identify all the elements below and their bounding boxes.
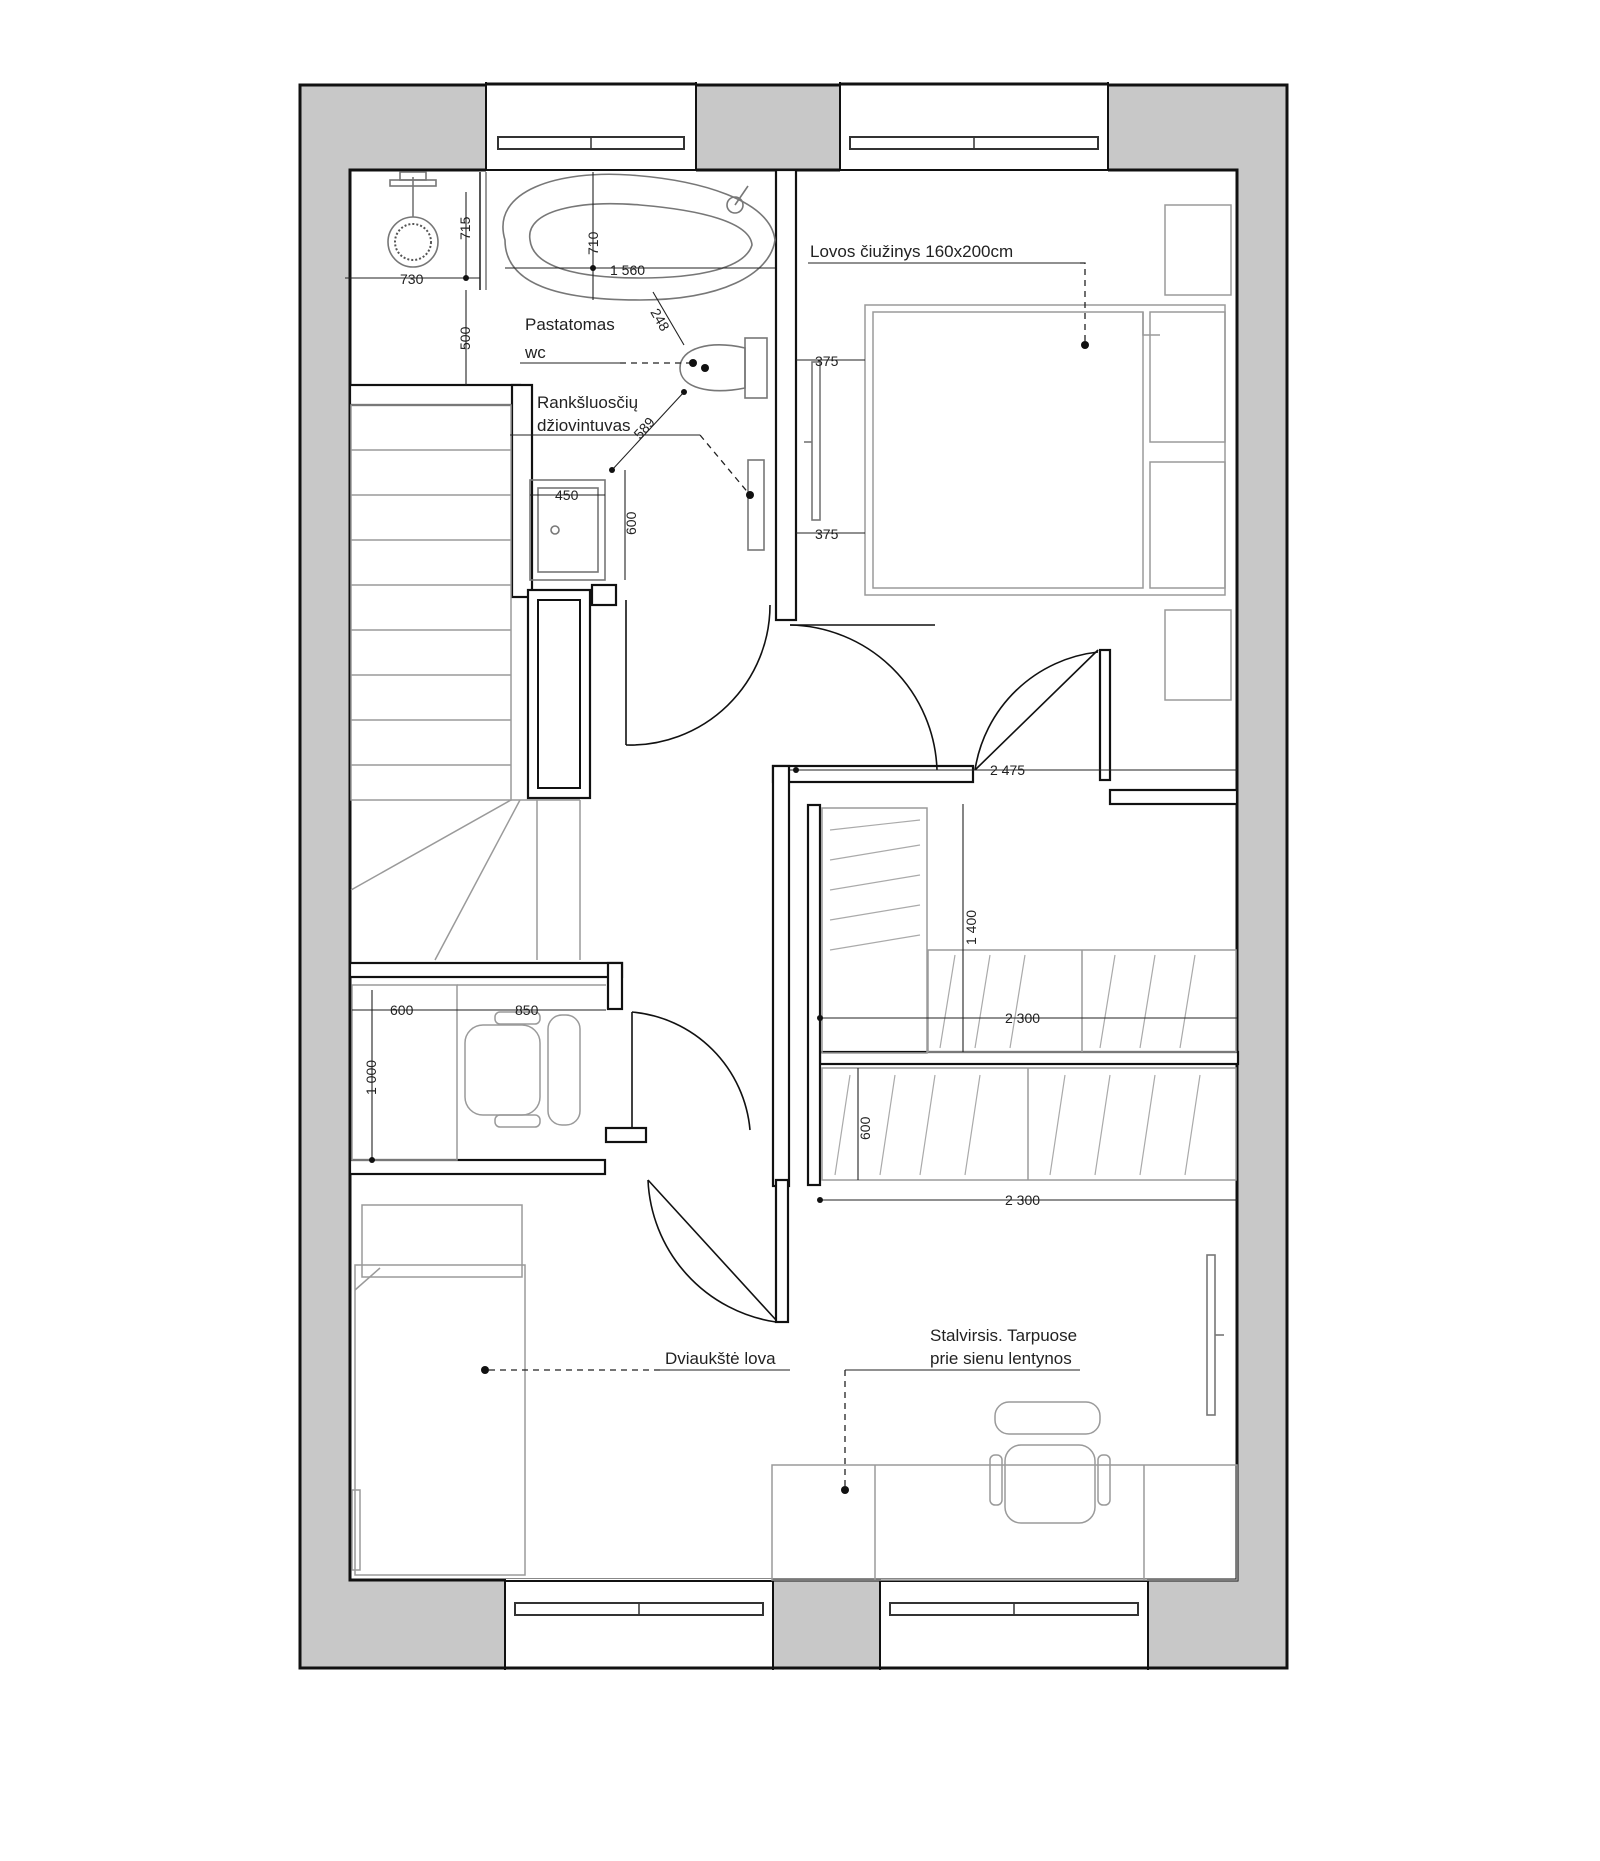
bedroom-furniture bbox=[804, 204, 1232, 701]
dim-2475: 2 475 bbox=[990, 762, 1025, 778]
dimension-lines bbox=[345, 172, 1237, 1203]
dim-600-sink: 600 bbox=[623, 511, 639, 535]
window-top-left bbox=[485, 82, 697, 172]
door-bathroom bbox=[625, 600, 771, 746]
kids-room-furniture bbox=[351, 1204, 1238, 1581]
dim-1400: 1 400 bbox=[963, 910, 979, 945]
bathroom-fixtures bbox=[387, 171, 776, 581]
wardrobes bbox=[821, 807, 1237, 1181]
label-towel-dryer-line1: Rankšluosčių bbox=[537, 393, 638, 412]
dim-715: 715 bbox=[457, 216, 473, 240]
dim-450: 450 bbox=[555, 487, 579, 503]
dim-1560: 1 560 bbox=[610, 262, 645, 278]
dim-375-top: 375 bbox=[815, 353, 839, 369]
dim-375-bottom: 375 bbox=[815, 526, 839, 542]
door-study bbox=[631, 1011, 751, 1131]
interior-walls bbox=[348, 168, 1240, 1324]
shower bbox=[387, 171, 487, 290]
dim-600-wardrobe: 600 bbox=[857, 1116, 873, 1140]
dim-1000: 1 000 bbox=[363, 1060, 379, 1095]
label-bunk-bed: Dviaukštė lova bbox=[665, 1349, 776, 1368]
label-desk-line1: Stalvirsis. Tarpuose bbox=[930, 1326, 1077, 1345]
study-furniture bbox=[351, 984, 606, 1161]
label-built-in-wc-line2: wc bbox=[524, 343, 546, 362]
room-labels: Lovos čiužinys 160x200cm Pastatomas wc R… bbox=[524, 242, 1077, 1368]
label-bed-mattress: Lovos čiužinys 160x200cm bbox=[810, 242, 1013, 261]
dim-850: 850 bbox=[515, 1002, 539, 1018]
door-kids-room bbox=[647, 1179, 777, 1323]
dim-730: 730 bbox=[400, 271, 424, 287]
annotation-leaders bbox=[481, 262, 1089, 1494]
office-chair-2 bbox=[989, 1401, 1111, 1524]
dim-710: 710 bbox=[585, 231, 601, 255]
door-bedroom-2 bbox=[974, 649, 1099, 771]
dim-2300-b: 2 300 bbox=[1005, 1192, 1040, 1208]
window-top-right bbox=[839, 82, 1109, 172]
doors[interactable] bbox=[625, 600, 1099, 1323]
sink bbox=[529, 479, 606, 581]
office-chair-1 bbox=[464, 1011, 581, 1128]
window-bottom-left bbox=[504, 1579, 774, 1671]
bathtub bbox=[502, 173, 776, 301]
dim-600-study: 600 bbox=[390, 1002, 414, 1018]
window-bottom-right bbox=[879, 1579, 1149, 1671]
dim-500: 500 bbox=[457, 326, 473, 350]
door-bedroom bbox=[789, 624, 938, 771]
label-towel-dryer-line2: džiovintuvas bbox=[537, 416, 631, 435]
towel-dryer bbox=[747, 459, 765, 551]
dim-2300-a: 2 300 bbox=[1005, 1010, 1040, 1026]
toilet bbox=[679, 337, 768, 399]
label-desk-line2: prie sienu lentynos bbox=[930, 1349, 1072, 1368]
windows bbox=[485, 82, 1149, 1671]
staircase bbox=[350, 404, 592, 961]
label-built-in-wc-line1: Pastatomas bbox=[525, 315, 615, 334]
